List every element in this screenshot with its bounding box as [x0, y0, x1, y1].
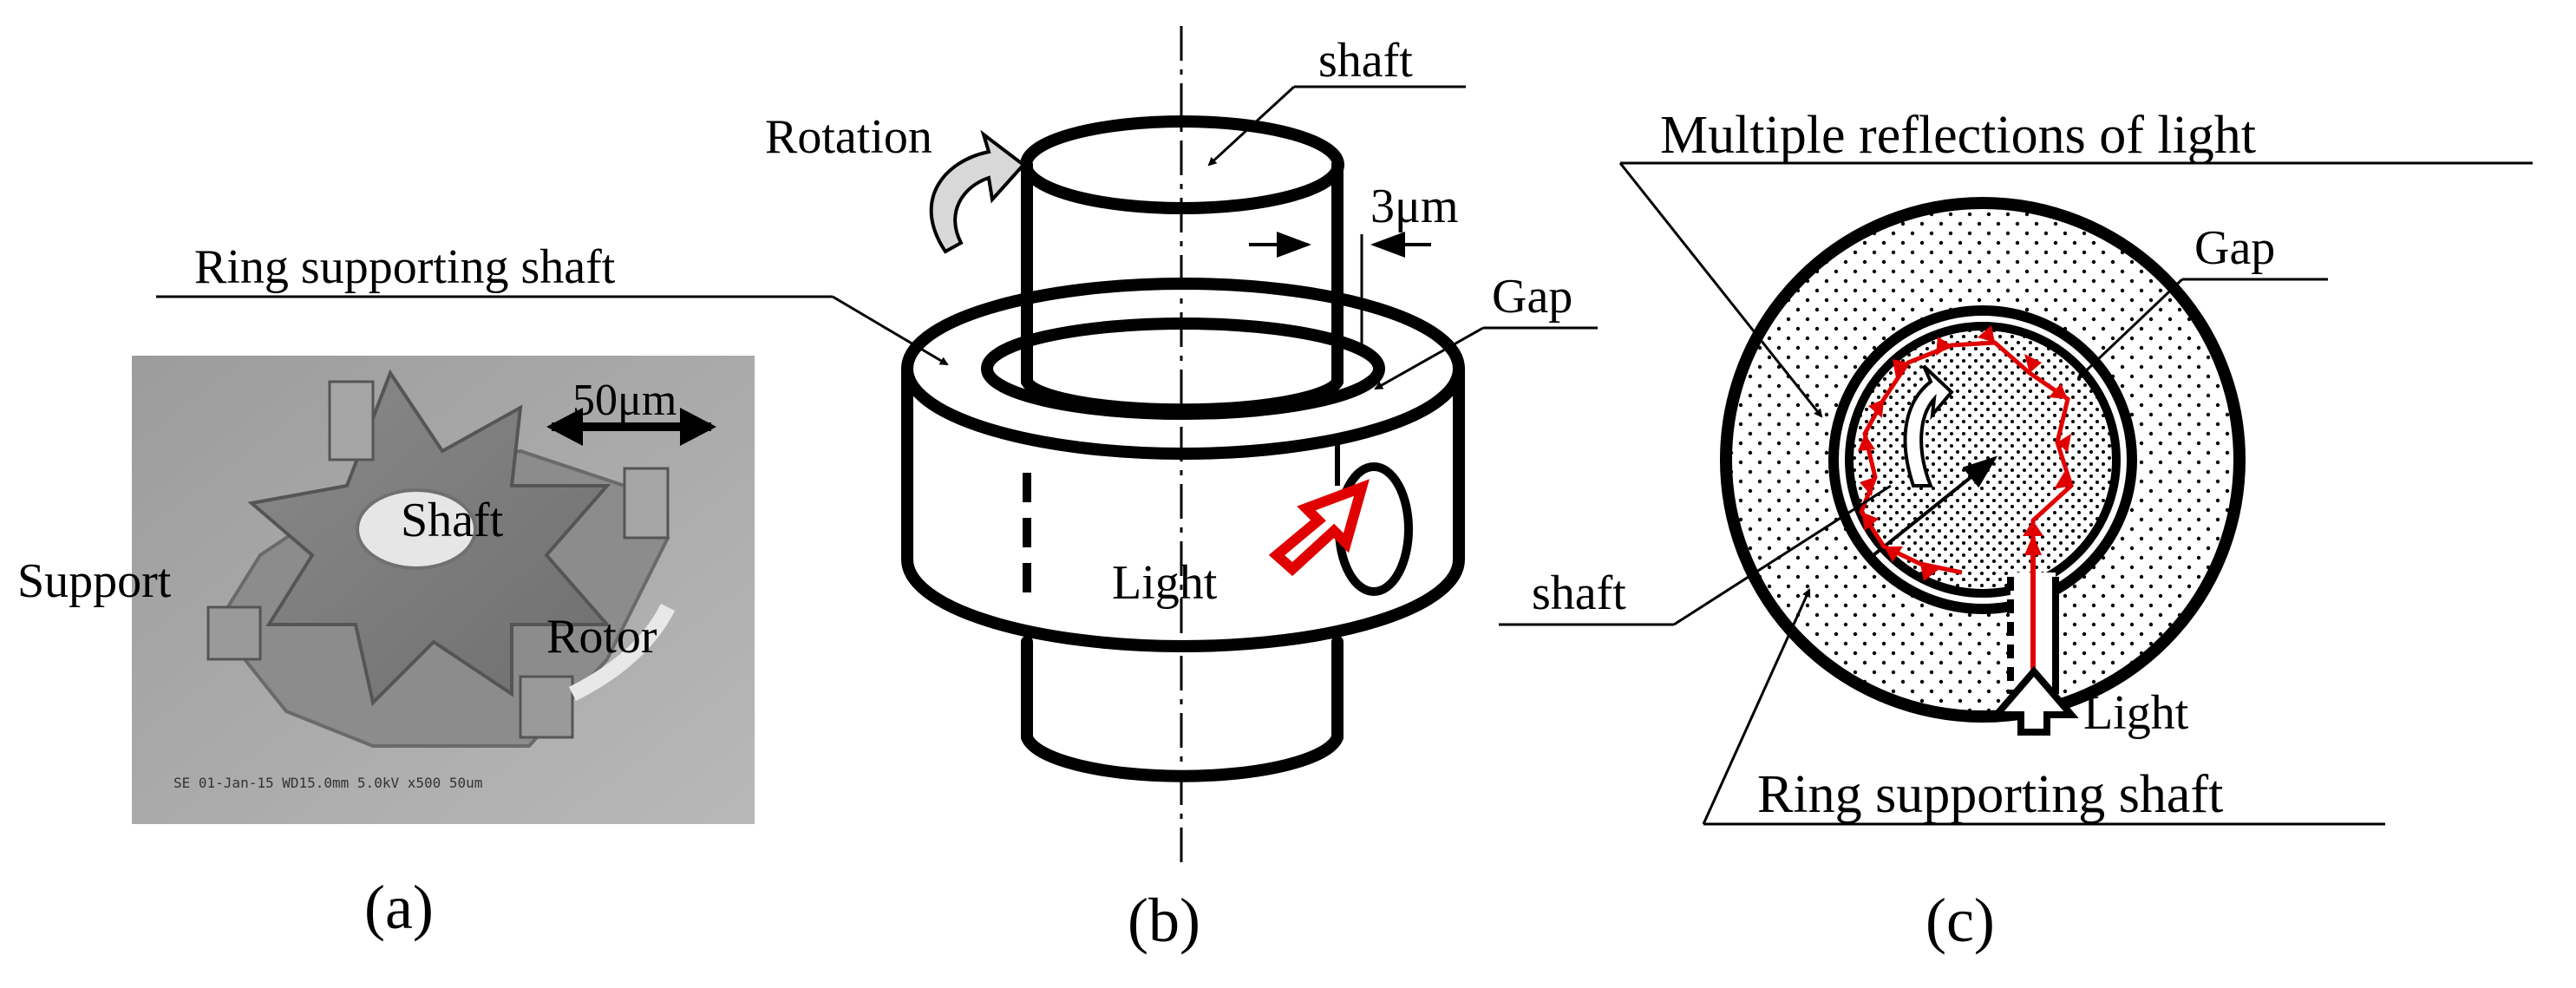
reflection-arrowhead	[1936, 337, 1952, 356]
rotation-indicator-c	[1903, 364, 1954, 487]
label-ring-b: Ring supporting shaft	[194, 240, 616, 294]
shaft-lower	[1021, 636, 1344, 782]
label-shaft-b: shaft	[1318, 34, 1413, 88]
shaft-top	[356, 488, 477, 570]
reflection-arrowhead	[1978, 325, 1995, 343]
caption-c: (c)	[1925, 886, 1995, 955]
shaft-top-face	[1020, 115, 1344, 214]
reflection-arrowhead	[2049, 383, 2068, 399]
rotation-arrow	[929, 129, 1026, 254]
support-post-top	[328, 380, 375, 461]
reflection-arrowhead	[2057, 434, 2071, 453]
caption-b: (b)	[1128, 886, 1200, 955]
support-post-left	[206, 605, 262, 661]
reflection-arrowhead	[1860, 477, 1875, 496]
label-gap-b: Gap	[1492, 270, 1572, 324]
label-reflections-title: Multiple reflections of light	[1660, 106, 2256, 165]
leader-ring-b	[832, 295, 949, 366]
leader-ring-c	[1702, 588, 1811, 825]
ring-body	[901, 363, 1465, 652]
label-gap-c: Gap	[2194, 221, 2275, 275]
label-ring-c: Ring supporting shaft	[1757, 765, 2223, 824]
label-shaft-c: shaft	[1532, 566, 1626, 620]
label-shaft-a: Shaft	[401, 494, 504, 547]
label-light-c: Light	[2083, 686, 2189, 740]
panel-a: SE 01-Jan-15 WD15.0mm 5.0kV x500 50um 50…	[17, 356, 755, 942]
support-post-bottom	[519, 675, 574, 739]
reflection-arrowhead	[1861, 512, 1879, 531]
reflection-arrowhead	[1893, 359, 1908, 378]
shaft-upper	[1021, 159, 1344, 416]
center-pointer	[1872, 455, 1998, 557]
leader-shaft-c	[1673, 484, 1892, 626]
caption-a: (a)	[364, 873, 434, 942]
reflection-path	[1859, 340, 2074, 577]
scale-bar-label: 50μm	[572, 376, 677, 425]
reflection-arrowhead	[1920, 564, 1939, 581]
support-post-right	[623, 467, 670, 540]
leader-gap-b	[1374, 326, 1484, 390]
scale-bar-arrow-left	[546, 408, 583, 446]
reflection-arrowhead	[2023, 520, 2043, 536]
leader-gap-c	[2076, 278, 2184, 380]
light-arrow-c	[1989, 665, 2079, 736]
leader-title	[1618, 162, 1823, 418]
ring-top-outer	[901, 278, 1465, 460]
reflection-arrowhead	[1858, 434, 1875, 451]
label-gap-width: 3μm	[1370, 180, 1459, 233]
reflection-arrowhead	[2054, 472, 2071, 489]
scale-bar-arrow-right	[680, 408, 716, 446]
reflection-arrowhead	[2024, 354, 2042, 373]
light-arrow-b	[1268, 479, 1370, 577]
sem-info-bar: SE 01-Jan-15 WD15.0mm 5.0kV x500 50um	[173, 775, 482, 791]
label-rotation: Rotation	[765, 110, 932, 164]
leader-shaft-b	[1207, 85, 1296, 167]
panel-b: 3μm shaft Rotation Ring supporting shaft…	[156, 26, 1598, 955]
rotor-edge-highlight	[568, 603, 676, 702]
panel-c: Multiple reflections of light Gap shaft …	[1499, 106, 2533, 955]
label-rotor: Rotor	[546, 610, 657, 664]
label-support: Support	[17, 554, 172, 608]
reflection-arrowhead	[1884, 546, 1903, 562]
reflection-arrowheads	[1858, 325, 2071, 581]
ring-top-inner	[981, 317, 1385, 420]
reflection-arrowhead	[1868, 399, 1884, 418]
label-light-b: Light	[1112, 556, 1218, 610]
